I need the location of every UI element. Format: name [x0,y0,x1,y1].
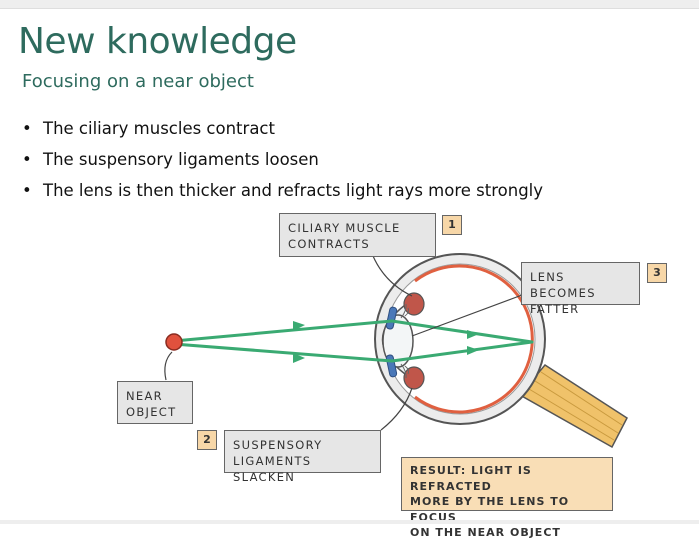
ray-arrows [293,321,479,363]
bullet-item: • The suspensory ligaments loosen [22,144,543,175]
bullet-list: • The ciliary muscles contract • The suspe… [22,113,543,206]
eye-diagram [164,253,628,449]
badge-3: 3 [647,263,667,283]
light-rays [172,319,534,363]
page-subtitle: Focusing on a near object [22,71,254,92]
label-ciliary-muscle: CILIARY MUSCLE CONTRACTS [279,213,436,257]
result-box: RESULT: LIGHT IS REFRACTED MORE BY THE L… [401,457,613,539]
ciliary-muscle-top [403,292,425,316]
bullet-dot: • [22,150,32,169]
top-bar [0,0,699,9]
bullet-item: • The ciliary muscles contract [22,113,543,144]
badge-2: 2 [197,430,217,450]
retina [414,264,534,414]
bullet-dot: • [22,181,32,200]
near-object-dot [165,333,183,351]
bottom-bar [0,520,699,524]
page-title: New knowledge [18,21,297,62]
iris-top [385,306,398,330]
badge-1: 1 [442,215,462,235]
ciliary-muscle-bottom [403,366,425,390]
leader-lines [164,255,523,431]
label-near-object: NEAR OBJECT [117,381,193,424]
label-suspensory-ligaments: SUSPENSORY LIGAMENTS SLACKEN [224,430,381,484]
bullet-dot: • [22,119,32,138]
bullet-item: • The lens is then thicker and refracts l… [22,175,543,206]
label-lens-fatter: LENS BECOMES FATTER [521,262,640,316]
bullet-text: The suspensory ligaments loosen [43,150,319,169]
bullet-text: The lens is then thicker and refracts li… [43,181,544,200]
suspensory-ligaments [400,303,410,379]
bullet-text: The ciliary muscles contract [43,119,275,138]
